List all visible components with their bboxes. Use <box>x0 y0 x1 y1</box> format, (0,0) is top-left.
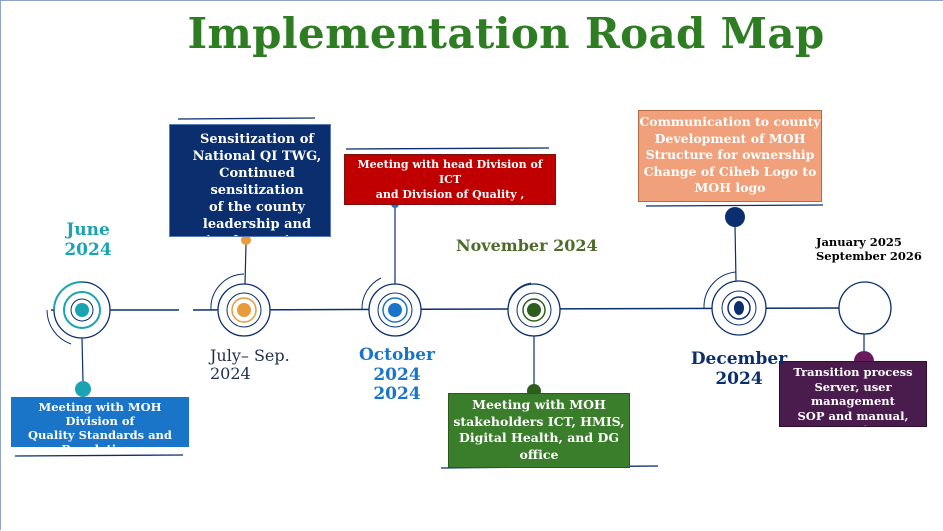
milestone-date-2: July– Sep. 2024 <box>210 346 305 384</box>
milestone-date-6-text: January 2025 September 2026 <box>816 235 922 263</box>
page-title: Implementation Road Map <box>187 9 825 58</box>
milestone-node-6 <box>838 281 892 371</box>
milestone-text-5: Communication to county Development of M… <box>639 114 821 195</box>
milestone-node-3 <box>361 200 422 337</box>
milestone-text-4: Meeting with MOH stakeholders ICT, HMIS,… <box>453 397 625 462</box>
milestone-date-1: June 2024 <box>53 220 123 260</box>
milestone-node-2 <box>210 235 271 337</box>
milestone-date-1-text: June 2024 <box>64 220 112 260</box>
milestone-box-5: Communication to county Development of M… <box>638 110 822 202</box>
milestone-date-4-text: November 2024 <box>456 236 598 255</box>
milestone-date-2-text: July– Sep. 2024 <box>210 346 290 384</box>
milestone-text-2: Sensitization of National QI TWG, Contin… <box>192 132 322 236</box>
milestone-date-6: January 2025 September 2026 <box>816 235 941 263</box>
milestone-box-4: Meeting with MOH stakeholders ICT, HMIS,… <box>448 393 630 468</box>
milestone-node-5 <box>703 207 767 336</box>
milestone-box-2: Sensitization of National QI TWG, Contin… <box>169 124 331 237</box>
milestone-box-6: Transition process Server, user manageme… <box>779 361 927 427</box>
milestone-date-5: December 2024 <box>684 349 794 389</box>
milestone-node-1 <box>46 281 111 397</box>
milestone-node-4 <box>507 282 561 398</box>
milestone-date-5-text: December 2024 <box>690 349 788 389</box>
milestone-date-3-text: October 2024 2024 <box>358 345 435 405</box>
milestone-text-6: Transition process Server, user manageme… <box>793 365 913 426</box>
milestone-box-3: Meeting with head Division of ICT and Di… <box>344 154 556 205</box>
milestone-box-1: Meeting with MOH Division of Quality Sta… <box>11 397 189 447</box>
milestone-text-3: Meeting with head Division of ICT and Di… <box>357 158 543 204</box>
milestone-date-4: November 2024 <box>456 236 611 255</box>
milestone-date-3: October 2024 2024 <box>347 345 447 405</box>
milestone-text-1: Meeting with MOH Division of Quality Sta… <box>28 400 172 447</box>
